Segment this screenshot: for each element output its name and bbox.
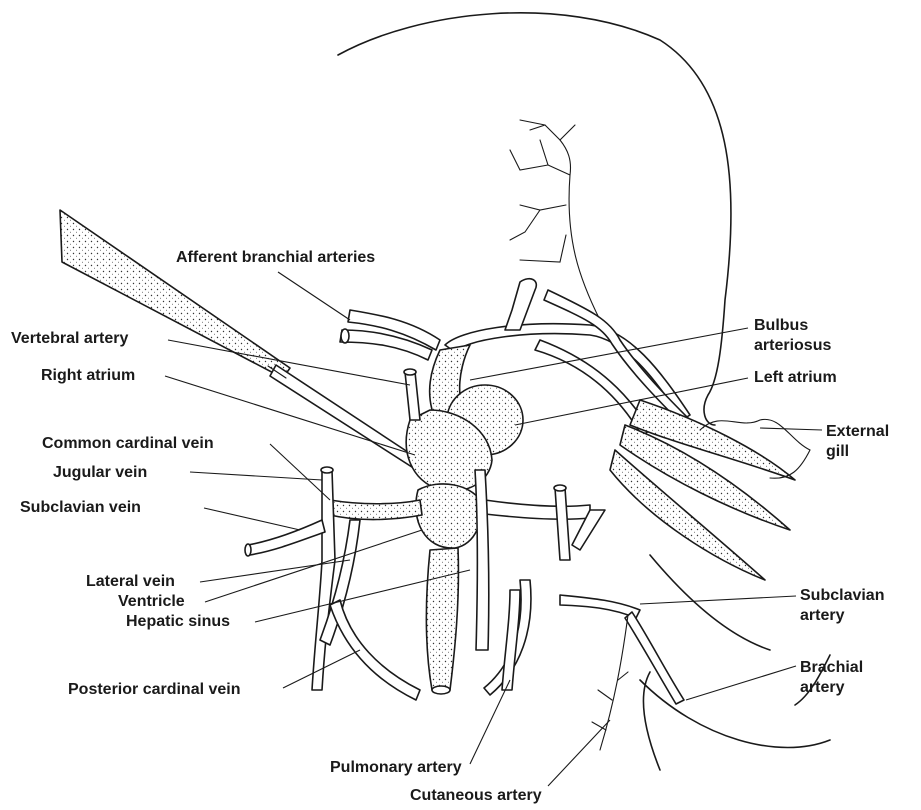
label-brachial-artery-line2: artery (800, 679, 845, 696)
right-jugular (555, 488, 570, 560)
label-subclavian-artery-line2: artery (800, 607, 845, 624)
ventricle (416, 484, 481, 548)
label-external-gill-line1: External (826, 423, 889, 440)
label-hepatic-sinus: Hepatic sinus (126, 613, 230, 630)
pulmonary-artery (502, 590, 520, 690)
label-subclavian-vein: Subclavian vein (20, 499, 141, 516)
pipette (60, 210, 290, 378)
right-common-cardinal (485, 500, 590, 519)
label-pulmonary-artery: Pulmonary artery (330, 759, 462, 776)
label-bulbus-arteriosus-line2: arteriosus (754, 337, 831, 354)
subclavian-vein (248, 520, 325, 555)
vertebral-artery (405, 372, 420, 420)
label-right-atrium: Right atrium (41, 367, 135, 384)
label-cutaneous-artery: Cutaneous artery (410, 787, 542, 804)
label-ventricle: Ventricle (118, 593, 185, 610)
aortic-arch-2 (505, 279, 536, 330)
label-lateral-vein: Lateral vein (86, 573, 175, 590)
label-bulbus-arteriosus-line1: Bulbus (754, 317, 808, 334)
label-afferent-branchial-arteries: Afferent branchial arteries (176, 249, 375, 266)
label-posterior-cardinal-vein: Posterior cardinal vein (68, 681, 241, 698)
label-left-atrium: Left atrium (754, 369, 837, 386)
cutaneous-artery (600, 615, 628, 750)
hepatic-sinus (426, 548, 458, 690)
label-external-gill-line2: gill (826, 443, 849, 460)
jugular-vein (312, 470, 335, 690)
label-subclavian-artery-line1: Subclavian (800, 587, 884, 604)
label-vertebral-artery: Vertebral artery (11, 330, 129, 347)
posterior-cardinal-vein (330, 600, 420, 700)
label-brachial-artery-line1: Brachial (800, 659, 863, 676)
label-common-cardinal-vein: Common cardinal vein (42, 435, 214, 452)
dorsal-aorta (475, 470, 489, 650)
anatomy-drawing (60, 13, 830, 770)
common-cardinal-vein (330, 500, 422, 520)
label-jugular-vein: Jugular vein (53, 464, 147, 481)
brachial-artery (625, 612, 684, 704)
